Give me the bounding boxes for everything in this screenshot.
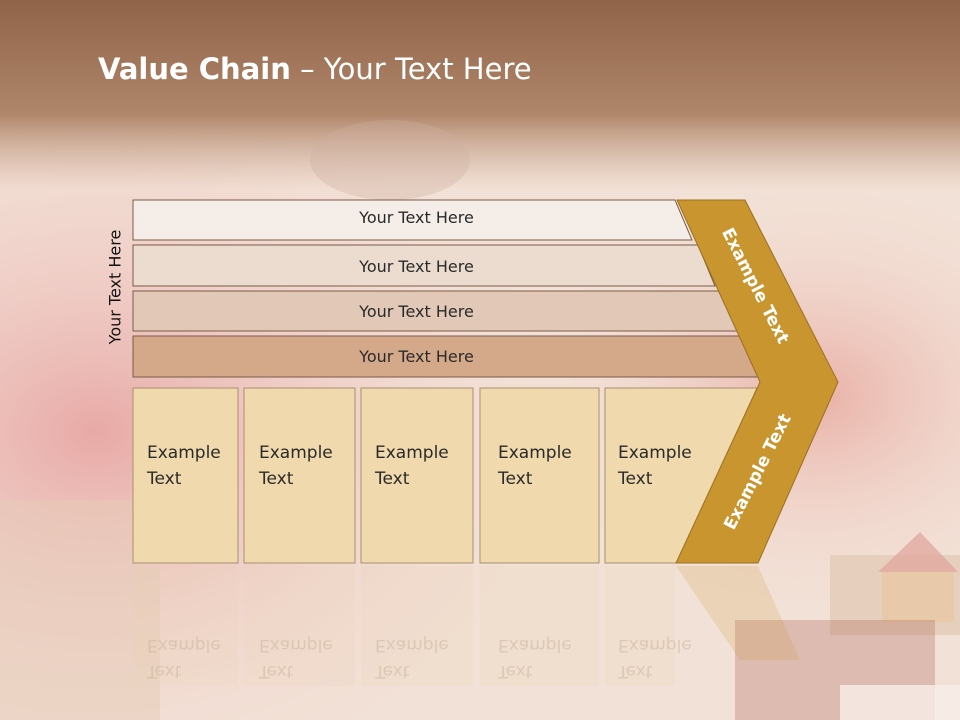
row-label-1: Your Text Here xyxy=(359,208,474,227)
row-bar-1 xyxy=(132,199,693,241)
activity-box-3 xyxy=(360,387,474,564)
activity-box-2 xyxy=(243,387,356,564)
reflection xyxy=(133,566,800,686)
row-label-3: Your Text Here xyxy=(359,302,474,321)
slide-title: Value Chain – Your Text Here xyxy=(98,52,532,86)
row-label-4: Your Text Here xyxy=(359,347,474,366)
chevron-arrow xyxy=(675,199,839,564)
title-rest: – Your Text Here xyxy=(290,52,532,86)
row-label-2: Your Text Here xyxy=(359,257,474,276)
activity-box-1 xyxy=(132,387,239,564)
title-bold: Value Chain xyxy=(98,52,291,86)
side-label: Your Text Here xyxy=(105,229,125,345)
activity-box-4 xyxy=(479,387,600,564)
row-bar-2 xyxy=(132,244,716,287)
